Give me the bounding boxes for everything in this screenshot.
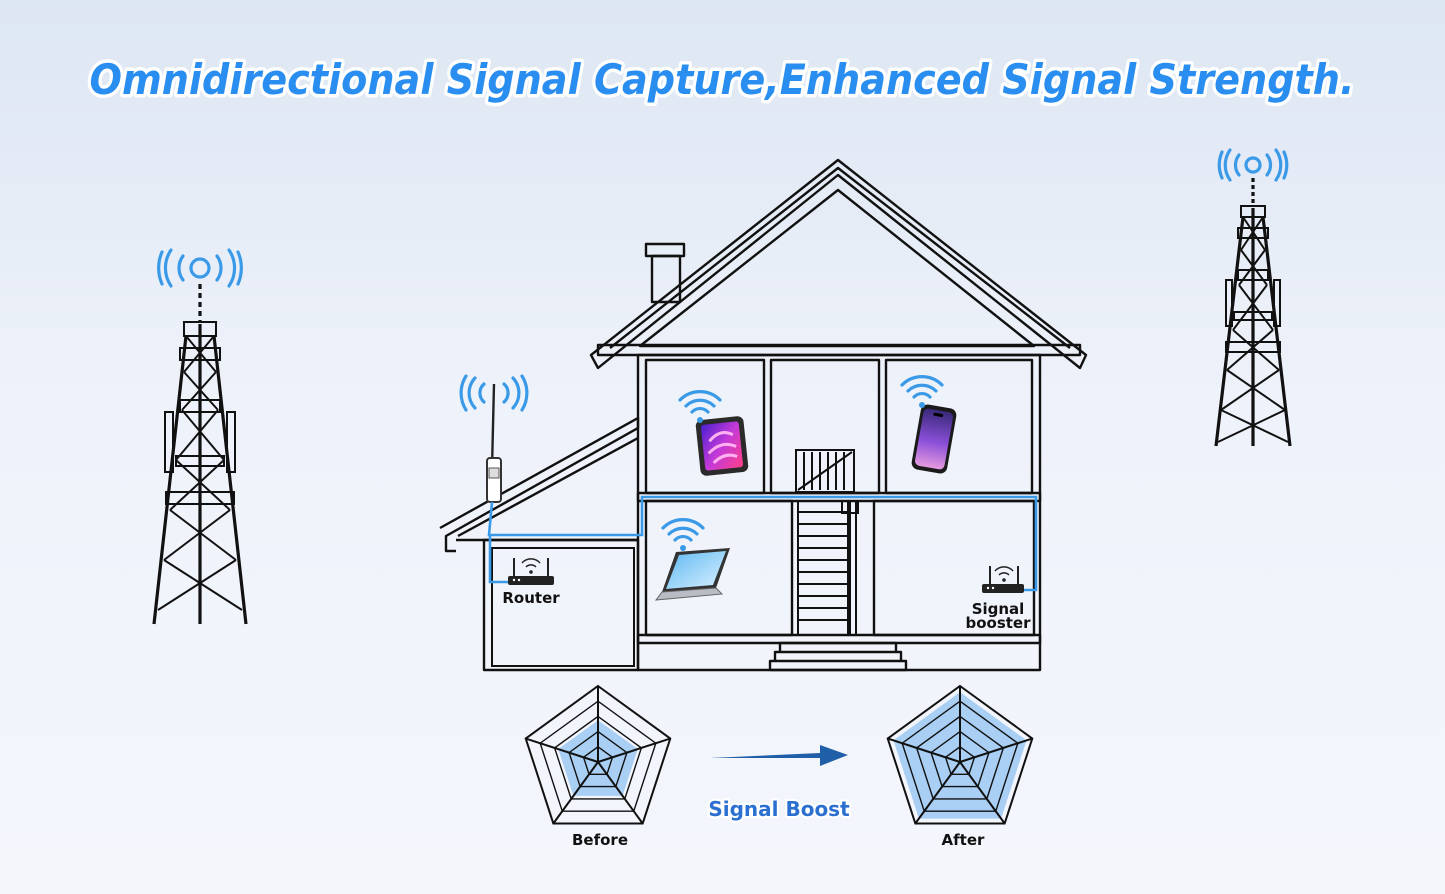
radar-ring bbox=[568, 730, 628, 788]
signal-boost-label: Signal Boost bbox=[708, 797, 850, 821]
antenna-cable bbox=[487, 495, 1038, 592]
wifi-icon bbox=[678, 390, 722, 423]
before-label: Before bbox=[572, 831, 628, 849]
wifi-icon bbox=[661, 518, 705, 551]
radar-axis bbox=[959, 761, 1006, 825]
radar-ring bbox=[901, 700, 1019, 812]
wifi-icon bbox=[459, 374, 529, 412]
radar-ring bbox=[915, 715, 1005, 800]
antenna-icon bbox=[459, 374, 529, 503]
radar-axis bbox=[525, 737, 599, 763]
smartphone-icon bbox=[900, 375, 957, 474]
radar-axis bbox=[597, 761, 644, 825]
radar-before bbox=[524, 684, 672, 825]
house-cutaway bbox=[439, 158, 1088, 672]
wifi-icon bbox=[521, 558, 541, 574]
cell-tower-icon-left bbox=[152, 248, 248, 625]
radar-ring bbox=[582, 745, 614, 775]
signal-booster-icon bbox=[982, 566, 1024, 593]
wifi-icon bbox=[994, 566, 1014, 582]
radar-axis bbox=[959, 737, 1033, 763]
tablet-icon bbox=[678, 390, 749, 476]
radar-axis bbox=[887, 737, 961, 763]
radar-ring bbox=[524, 684, 672, 825]
radar-after bbox=[886, 684, 1034, 825]
signal-booster-label-line1: Signal bbox=[972, 600, 1025, 618]
radar-ring bbox=[553, 715, 643, 800]
cell-tower-icon-right bbox=[1214, 148, 1292, 447]
radar-axis bbox=[597, 737, 671, 763]
radar-ring bbox=[930, 730, 990, 788]
signal-booster-label-line2: booster bbox=[965, 614, 1031, 632]
router-cable bbox=[488, 535, 508, 584]
wifi-icon bbox=[900, 375, 944, 408]
arrow-icon bbox=[710, 745, 848, 766]
radar-ring bbox=[539, 700, 657, 812]
page-title: Omnidirectional Signal Capture,Enhanced … bbox=[90, 55, 1355, 104]
radar-axis bbox=[914, 761, 961, 825]
laptop-icon bbox=[654, 518, 730, 601]
router-icon bbox=[508, 558, 554, 585]
router-label: Router bbox=[502, 589, 560, 607]
wifi-icon bbox=[1217, 148, 1289, 182]
radar-ring bbox=[886, 684, 1034, 825]
radar-ring bbox=[944, 745, 976, 775]
after-label: After bbox=[942, 831, 985, 849]
wifi-icon bbox=[157, 248, 243, 288]
radar-axis bbox=[552, 761, 599, 825]
